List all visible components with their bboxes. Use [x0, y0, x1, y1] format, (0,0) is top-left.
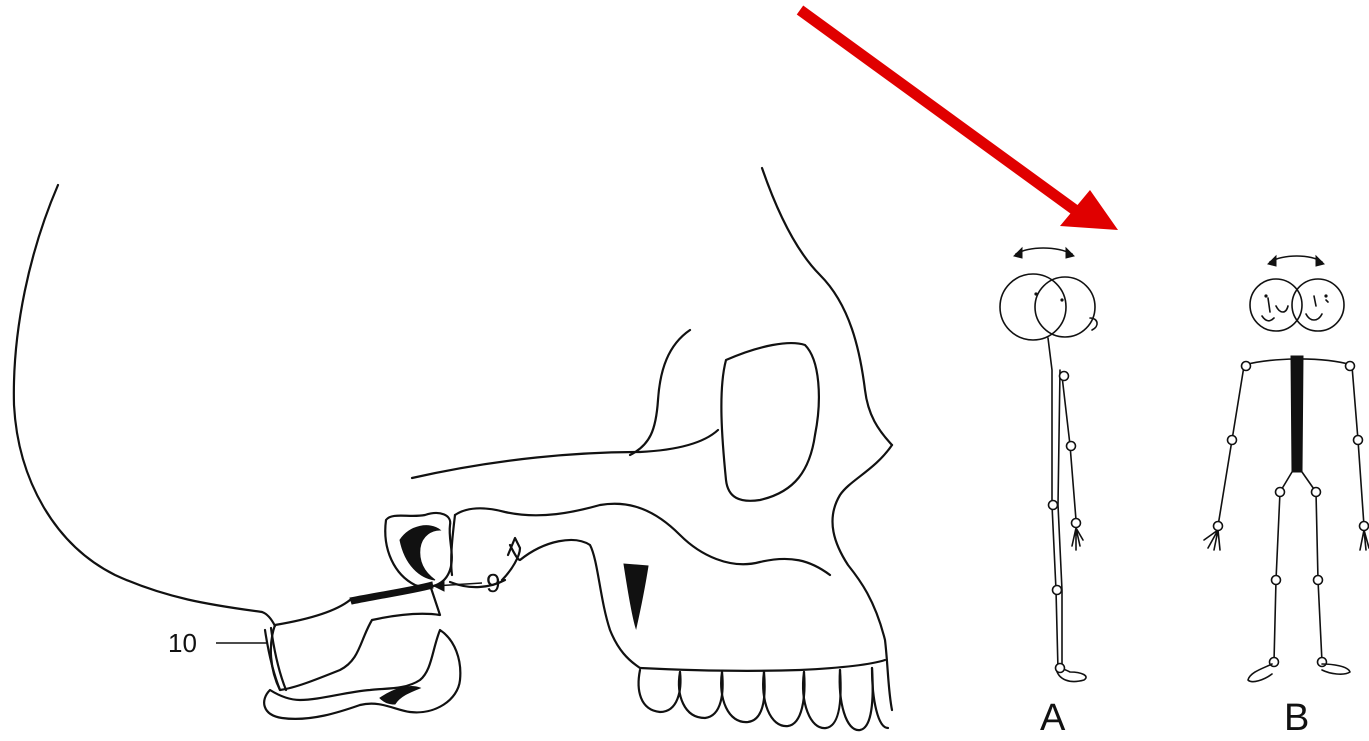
head-b-left	[1250, 279, 1302, 331]
joint	[1049, 501, 1058, 510]
tooth	[763, 672, 804, 726]
cranial-vault-outline	[14, 185, 262, 612]
tooth	[679, 672, 723, 718]
head-a-right	[1035, 277, 1095, 337]
band-9	[350, 582, 433, 604]
zygomatic-arch-lower	[455, 504, 830, 575]
spine-b	[1291, 356, 1303, 472]
zygomatic-arch-line	[412, 430, 718, 478]
hand-b-right	[1360, 530, 1369, 550]
red-arrow-shaft	[800, 10, 1086, 218]
joint	[1318, 658, 1327, 667]
skull-base-line	[262, 612, 275, 626]
rotation-arrowhead-right	[1316, 256, 1324, 266]
callout-10-label: 10	[168, 628, 197, 658]
frontal-process-line	[762, 168, 892, 445]
joint	[1067, 442, 1076, 451]
pterygoid-wedge	[624, 564, 648, 628]
stick-figure-b: B	[1204, 256, 1369, 739]
head-a-left	[1000, 274, 1066, 340]
panel-a-label: A	[1040, 697, 1066, 739]
joint	[1360, 522, 1369, 531]
joint	[1053, 586, 1062, 595]
face-b-left	[1262, 298, 1288, 321]
joint	[1060, 372, 1069, 381]
panel-b-label: B	[1284, 697, 1309, 739]
joint	[1214, 522, 1223, 531]
joint	[1346, 362, 1355, 371]
stick-figure-a: A	[1000, 248, 1097, 739]
face-b-right	[1306, 296, 1328, 320]
left-arm-b	[1218, 366, 1244, 526]
hand-a	[1072, 528, 1083, 550]
rotation-arrowhead-right	[1066, 248, 1074, 258]
orbit-outline	[721, 343, 818, 501]
back-leg-a	[1058, 370, 1062, 670]
right-arm-b	[1352, 366, 1364, 526]
tooth	[639, 670, 681, 712]
maxilla-lower-line	[640, 660, 885, 671]
joint	[1272, 576, 1281, 585]
tooth	[721, 672, 765, 722]
joint	[1312, 488, 1321, 497]
head-b-right	[1292, 279, 1344, 331]
head-a-ear	[1090, 318, 1097, 330]
tooth	[803, 670, 841, 728]
eye-dot	[1324, 294, 1327, 297]
eye-dot	[1264, 294, 1267, 297]
foot-b-right	[1322, 664, 1350, 674]
eye-dot	[1034, 292, 1037, 295]
rotation-arrowhead-left	[1268, 256, 1276, 266]
joint	[1276, 488, 1285, 497]
joint	[1242, 362, 1251, 371]
temporal-fossa-curve	[630, 330, 690, 455]
mandible-outline	[451, 515, 640, 668]
eye-dot	[1060, 298, 1063, 301]
joint	[1072, 519, 1081, 528]
rotation-arrow-a	[1016, 248, 1072, 254]
rotation-arrow-b	[1270, 256, 1322, 262]
hips-b	[1280, 472, 1316, 492]
maxilla-front-outline	[832, 445, 892, 710]
tooth	[840, 668, 873, 730]
rotation-arrowhead-left	[1014, 248, 1022, 258]
tooth	[872, 668, 888, 728]
hand-b-left	[1204, 530, 1220, 550]
red-arrow	[800, 10, 1118, 230]
band-10	[265, 628, 286, 690]
joint	[1354, 436, 1363, 445]
joint	[1056, 664, 1065, 673]
teeth-row	[639, 668, 888, 730]
auditory-meatus-dark	[400, 526, 440, 580]
foot-b-left	[1248, 664, 1272, 682]
skull-illustration: 9 10	[14, 168, 892, 730]
coronoid-line	[502, 538, 520, 580]
joint	[1314, 576, 1323, 585]
joint	[1228, 436, 1237, 445]
callout-9-label: 9	[486, 568, 500, 598]
